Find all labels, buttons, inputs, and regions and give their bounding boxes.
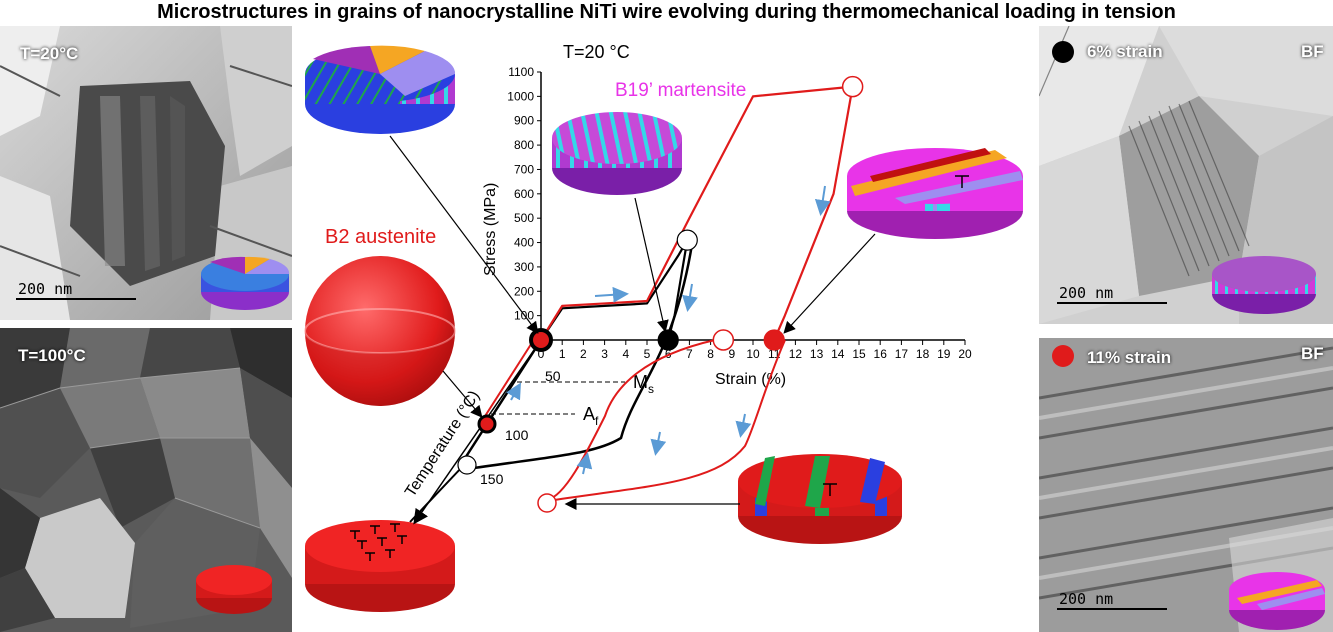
- x-tick-label: 10: [746, 347, 760, 361]
- bf-tag: BF: [1301, 42, 1324, 61]
- x-tick-label: 16: [874, 347, 888, 361]
- state-markers: [529, 75, 864, 352]
- y-tick-label: 500: [514, 211, 534, 225]
- x-tick-label: 15: [852, 347, 866, 361]
- pointer-arrows: [389, 135, 876, 510]
- x-tick-label: 3: [601, 347, 608, 361]
- x-tick-label: 4: [622, 347, 629, 361]
- tem-panel-100c: T=100°C: [0, 328, 292, 632]
- x-axis-label: Strain (%): [715, 371, 786, 388]
- x-tick-label: 17: [895, 347, 909, 361]
- state-marker-red: [763, 329, 785, 351]
- x-tick-label: 1: [559, 347, 566, 361]
- dislocation-symbols: [350, 523, 407, 561]
- x-tick-label: 8: [707, 347, 714, 361]
- tem-panel-20c: T=20°C 200 nm: [0, 26, 292, 320]
- red-dot-marker: [1052, 345, 1074, 367]
- scalebar-label: 200 nm: [18, 280, 73, 298]
- stress-strain-axes: 10020030040050060070080090010001100 0123…: [507, 65, 972, 361]
- austenite-label: B2 austenite: [325, 226, 436, 248]
- y-tick-label: 1100: [508, 65, 534, 79]
- mini-disc-multivariant: [201, 256, 290, 310]
- temperature-axis: [413, 339, 542, 525]
- disc-multivariant-martensite: [305, 45, 456, 134]
- red-loop-lower: [546, 339, 786, 502]
- tem-image-20c: [0, 26, 292, 320]
- x-tick-label: 20: [958, 347, 972, 361]
- thermomechanical-diagram: B2 austenite B19’ martensite T=20 °C: [304, 42, 1023, 612]
- black-dot-marker: [1052, 41, 1074, 63]
- y-tick-label: 600: [514, 187, 534, 201]
- panel-label-20c: T=20°C: [20, 44, 79, 63]
- y-tick-label: 300: [514, 260, 534, 274]
- x-tick-label: 13: [810, 347, 824, 361]
- x-tick-label: 5: [644, 347, 651, 361]
- state-marker-black: [657, 329, 679, 351]
- thermal-cycle-red: [479, 337, 716, 501]
- loading-direction-arrows: [506, 185, 831, 475]
- stress-strain-curves: [540, 85, 854, 341]
- bf-tag: BF: [1301, 344, 1324, 363]
- y-tick-label: 700: [514, 162, 534, 176]
- marker-100c: [477, 414, 497, 434]
- disc-reverted-austenite: [738, 454, 902, 544]
- scalebar-label: 200 nm: [1059, 284, 1114, 302]
- temp-tick-150: 150: [480, 471, 504, 487]
- scalebar-label: 200 nm: [1059, 590, 1114, 608]
- x-tick-label: 19: [937, 347, 951, 361]
- y-tick-label: 400: [514, 236, 534, 250]
- disc-austenite-dislocations: [305, 520, 455, 612]
- x-tick-label: 7: [686, 347, 693, 361]
- temperature-title: T=20 °C: [563, 42, 630, 62]
- panel-label-6-strain: 6% strain: [1087, 42, 1163, 61]
- y-tick-label: 200: [514, 284, 534, 298]
- marker-loop-open: [537, 493, 557, 513]
- state-marker-open-red: [841, 75, 864, 98]
- y-tick-labels: 10020030040050060070080090010001100: [507, 65, 541, 323]
- x-tick-label: 9: [728, 347, 735, 361]
- scalebar-line: [1057, 302, 1167, 304]
- scalebar-line: [1057, 608, 1167, 610]
- tem-panel-6-strain: 6% strain BF 200 nm: [1039, 26, 1333, 324]
- state-marker-open-red: [712, 329, 735, 351]
- mini-disc-austenite: [196, 565, 272, 614]
- state-marker-black-red: [529, 328, 553, 352]
- panel-label-11-strain: 11% strain: [1087, 348, 1172, 367]
- x-tick-label: 18: [916, 347, 930, 361]
- disc-detwinned-martensite: [847, 148, 1023, 239]
- y-axis-label: Stress (MPa): [482, 183, 499, 276]
- y-tick-label: 1000: [507, 89, 534, 103]
- stress-strain-series-1: [540, 85, 854, 341]
- y-tick-label: 800: [514, 138, 534, 152]
- marker-150c: [457, 455, 477, 475]
- temp-tick-100: 100: [505, 427, 529, 443]
- temp-tick-50: 50: [545, 368, 561, 384]
- x-tick-label: 12: [789, 347, 803, 361]
- heating-arrow-black: [409, 465, 464, 523]
- austenite-sphere: [304, 256, 456, 406]
- af-label: Af: [583, 404, 599, 428]
- martensite-label: B19’ martensite: [615, 80, 746, 101]
- scalebar-line: [16, 298, 136, 300]
- x-tick-label: 0: [538, 347, 545, 361]
- panel-label-100c: T=100°C: [18, 346, 86, 365]
- tem-panel-11-strain: 11% strain BF 200 nm: [1039, 338, 1333, 632]
- mini-disc-detwinned: [1229, 572, 1325, 630]
- stress-strain-series-0: [540, 239, 689, 341]
- x-tick-label: 2: [580, 347, 587, 361]
- y-tick-label: 900: [514, 114, 534, 128]
- disc-b19-martensite: [552, 112, 682, 195]
- mini-disc-martensite: [1212, 256, 1316, 314]
- figure-title: Microstructures in grains of nanocrystal…: [157, 1, 1176, 23]
- state-marker-open: [676, 229, 698, 251]
- x-tick-label: 14: [831, 347, 845, 361]
